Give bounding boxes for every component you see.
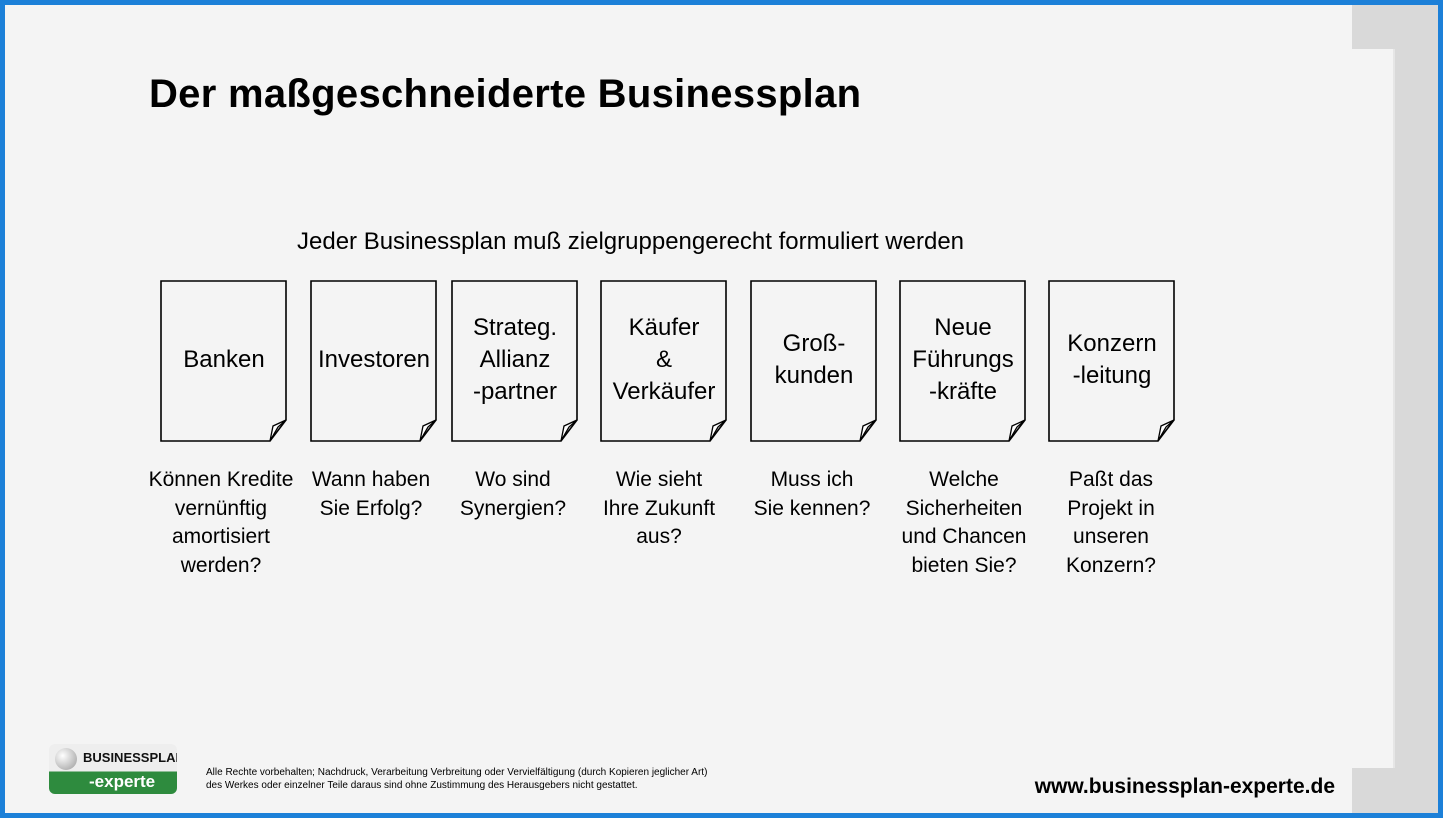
document-label: Käufer & Verkäufer [590, 280, 738, 440]
question-line: vernünftig [174, 496, 268, 520]
slide-edge [1352, 49, 1395, 768]
question-line: amortisiert [171, 525, 271, 548]
question-line: Ihre Zukunft [602, 496, 716, 520]
question-line: Paßt das [1068, 468, 1154, 491]
document-card: Investoren [310, 280, 438, 443]
question-line: werden? [180, 553, 262, 577]
label-line: Strateg. [472, 314, 558, 341]
label-line: Allianz [479, 346, 551, 373]
question-line: Konzern? [1066, 553, 1156, 577]
document-icon [451, 280, 578, 442]
document-icon [600, 280, 727, 442]
question-line: Synergien? [459, 496, 567, 520]
label-line: Konzern [1067, 330, 1157, 357]
copyright-notice: Alle Rechte vorbehalten; Nachdruck, Vera… [206, 766, 707, 792]
document-label: Strateg. Allianz -partner [441, 280, 589, 440]
document-card: Konzern -leitung [1048, 280, 1176, 443]
question-line: unseren [1073, 525, 1149, 548]
question-line: Wo sind [475, 468, 551, 491]
logo: BUSINESSPLAN -experte [49, 744, 177, 794]
question-line: Sie Erfolg? [319, 496, 423, 520]
logo-text-top: BUSINESSPLAN [83, 750, 177, 765]
copyright-line: Alle Rechte vorbehalten; Nachdruck, Vera… [206, 767, 708, 778]
document-label: Groß-kunden [740, 280, 888, 440]
question-line: Sie kennen? [753, 496, 871, 520]
label-line: -kräfte [928, 378, 997, 405]
label-line: Groß- [782, 330, 846, 357]
document-card: Banken [160, 280, 288, 443]
question-line: Sicherheiten [905, 496, 1023, 520]
document-label: Banken [150, 280, 298, 440]
question-line: Können Kredite [148, 468, 294, 491]
label-line: Investoren [317, 346, 431, 373]
label-line: Käufer [628, 314, 700, 341]
subtitle: Jeder Businessplan muß zielgruppengerech… [297, 228, 965, 255]
website-url: www.businessplan-experte.de [1034, 775, 1335, 798]
label-line: kunden [774, 362, 854, 389]
question-line: Wie sieht [615, 468, 703, 491]
copyright-line: des Werkes oder einzelner Teile daraus s… [206, 780, 638, 791]
question-line: Muss ich [770, 468, 854, 491]
label-line: -partner [472, 378, 558, 405]
document-card: Käufer & Verkäufer [600, 280, 728, 443]
document-icon [899, 280, 1026, 442]
document-icon [750, 280, 877, 442]
document-card: Strateg. Allianz -partner [451, 280, 579, 443]
label-line: Banken [183, 346, 265, 373]
logo-text-bottom: -experte [89, 772, 156, 791]
pin-icon [55, 748, 77, 770]
label-line: Verkäufer [612, 378, 716, 405]
question-line: bieten Sie? [911, 553, 1017, 577]
document-card: Groß-kunden [750, 280, 878, 443]
document-icon [310, 280, 437, 442]
label-line: Neue [934, 314, 992, 341]
question-line: und Chancen [901, 525, 1027, 548]
question-line: Wann haben [311, 468, 431, 491]
document-label: Konzern -leitung [1038, 280, 1186, 440]
label-line: Führungs [912, 346, 1014, 373]
question-line: Projekt in [1067, 496, 1155, 520]
gray-margin-bottom [1352, 768, 1438, 813]
label-line: & [655, 346, 672, 373]
question-line: Welche [929, 468, 999, 491]
document-icon [1048, 280, 1175, 442]
page-title: Der maßgeschneiderte Businessplan [149, 72, 862, 116]
document-label: Investoren [300, 280, 448, 440]
question-line: aus? [636, 525, 682, 548]
question-text: Können Kredite vernünftig amortisiert werde… [131, 466, 311, 580]
label-line: -leitung [1072, 362, 1152, 389]
document-icon [160, 280, 287, 442]
